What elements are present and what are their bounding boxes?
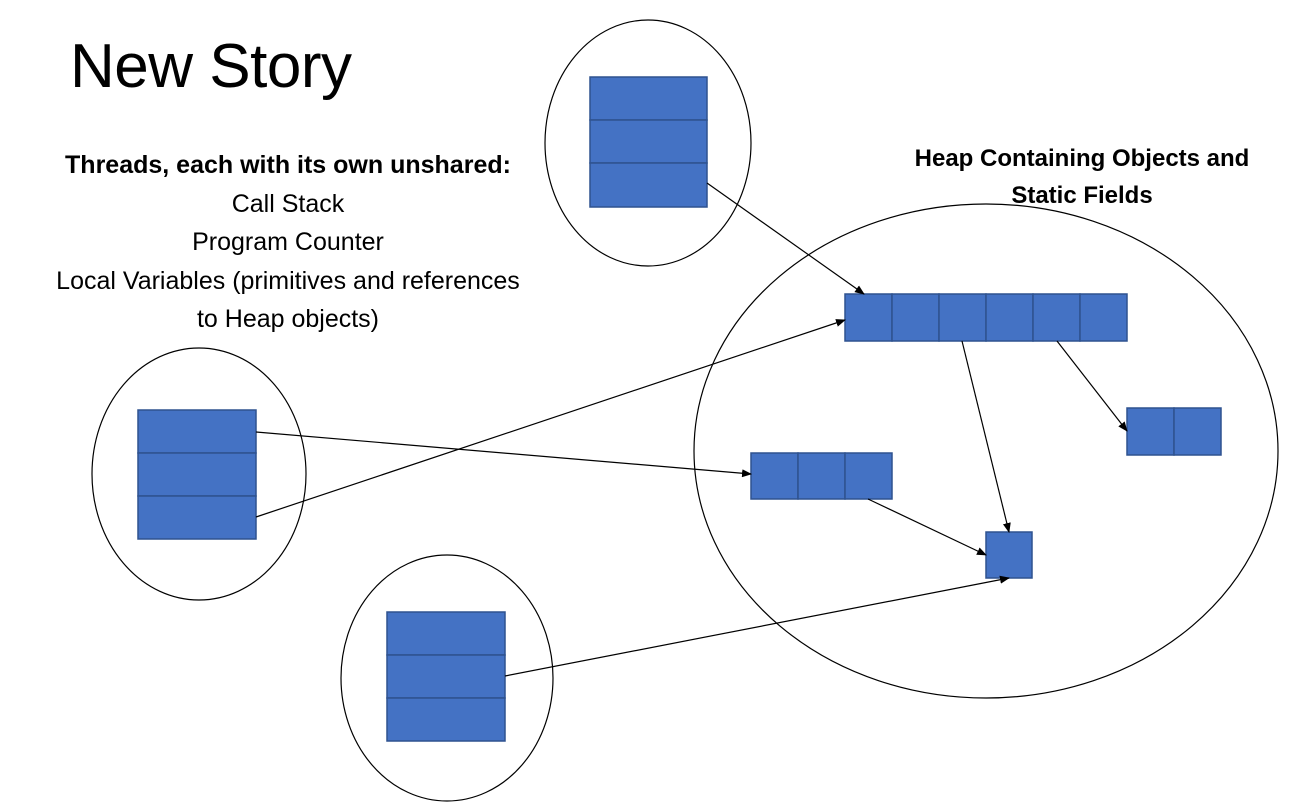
heap-cell <box>1079 293 1128 342</box>
stack-frame <box>386 654 506 699</box>
threads-item: Local Variables (primitives and referenc… <box>56 266 520 295</box>
stack-frame <box>137 452 257 497</box>
heap-ellipse <box>693 203 1279 699</box>
heap-cell <box>1032 293 1081 342</box>
slide-title: New Story <box>70 32 352 101</box>
heap-cell <box>1126 407 1175 456</box>
threads-description: Threads, each with its own unshared: Cal… <box>14 146 562 339</box>
reference-arrow <box>1056 340 1128 432</box>
heap-object-single <box>985 531 1033 579</box>
reference-arrow <box>867 498 987 556</box>
heap-cell <box>985 531 1033 579</box>
heap-cell <box>844 452 893 500</box>
thread-1-call-stack <box>589 76 708 208</box>
thread-3-call-stack <box>386 611 506 742</box>
heap-cell <box>750 452 799 500</box>
threads-item: to Heap objects) <box>196 305 380 333</box>
stack-frame <box>386 697 506 742</box>
reference-arrow <box>706 182 865 295</box>
heap-cell <box>844 293 893 342</box>
reference-arrow <box>255 319 846 518</box>
heap-object-array-2 <box>1126 407 1222 456</box>
stack-frame <box>137 495 257 540</box>
stack-frame <box>589 76 708 121</box>
stack-frame <box>137 409 257 454</box>
reference-arrow <box>255 431 752 478</box>
heap-object-array-6 <box>844 293 1128 342</box>
reference-arrows <box>255 182 1128 677</box>
heap-cell <box>985 293 1034 342</box>
thread-2-call-stack <box>137 409 257 540</box>
thread-3-circle <box>340 554 554 802</box>
heap-object-array-3 <box>750 452 893 500</box>
heap-cell <box>797 452 846 500</box>
heap-cell <box>891 293 940 342</box>
threads-heading: Threads, each with its own unshared: <box>65 151 511 179</box>
reference-arrow <box>961 340 1011 533</box>
stack-frame <box>589 162 708 208</box>
threads-item: Program Counter <box>192 228 384 256</box>
heap-label-line: Static Fields <box>1011 182 1153 209</box>
threads-item: Call Stack <box>231 189 345 218</box>
stack-frame <box>589 119 708 164</box>
stack-frame <box>386 611 506 656</box>
heap-cell <box>938 293 987 342</box>
reference-arrow <box>504 575 1010 677</box>
heap-label-line: Heap Containing Objects and <box>914 145 1250 172</box>
thread-1-circle <box>544 19 752 267</box>
thread-2-circle <box>91 347 307 601</box>
heap-cell <box>1173 407 1222 456</box>
heap-label: Heap Containing Objects and Static Field… <box>876 140 1288 214</box>
